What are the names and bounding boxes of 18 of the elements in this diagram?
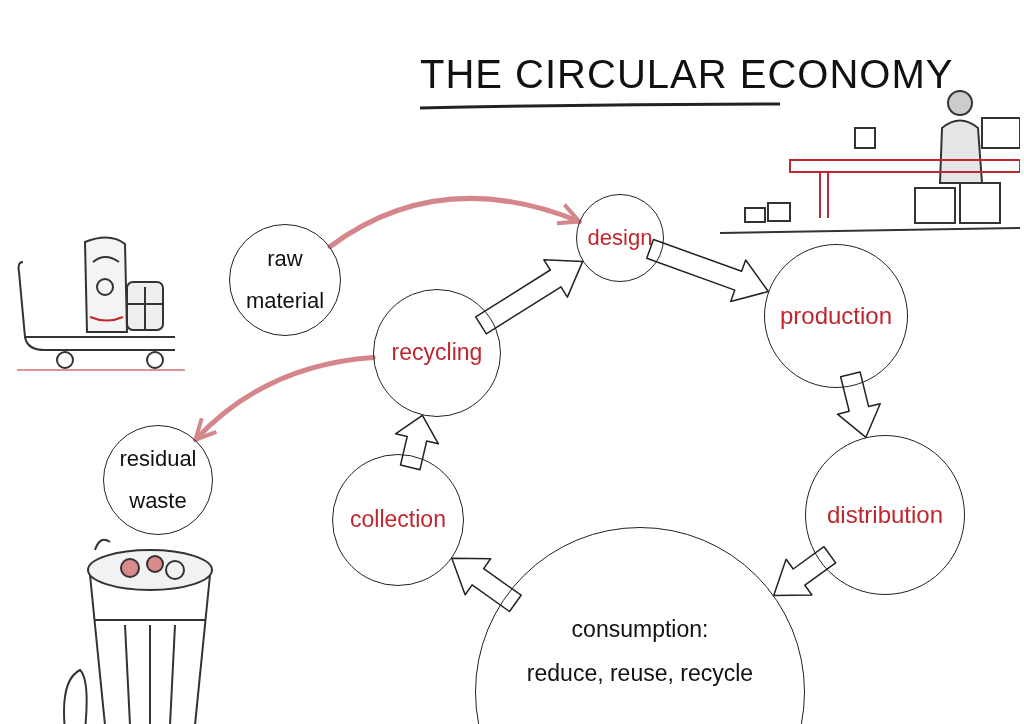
curved-arrow — [192, 354, 376, 443]
node-label: consumption: — [571, 615, 709, 644]
block-arrow — [451, 557, 522, 613]
block-arrow — [645, 238, 770, 303]
block-arrow — [772, 545, 837, 597]
node-label: raw material — [244, 245, 326, 315]
node-label: distribution — [826, 500, 944, 531]
node-label: design — [587, 224, 653, 253]
curved-arrow — [327, 195, 582, 250]
node-label: recycling — [391, 338, 483, 368]
node-label: collection — [350, 505, 446, 535]
title: THE CIRCULAR ECONOMY — [420, 52, 954, 97]
block-arrow — [474, 259, 584, 335]
node-label: residual waste — [118, 445, 198, 515]
node-label: production — [779, 301, 893, 332]
node-label: reduce, reuse, recycle — [526, 658, 754, 688]
block-arrow — [836, 371, 881, 439]
block-arrow — [394, 414, 440, 471]
